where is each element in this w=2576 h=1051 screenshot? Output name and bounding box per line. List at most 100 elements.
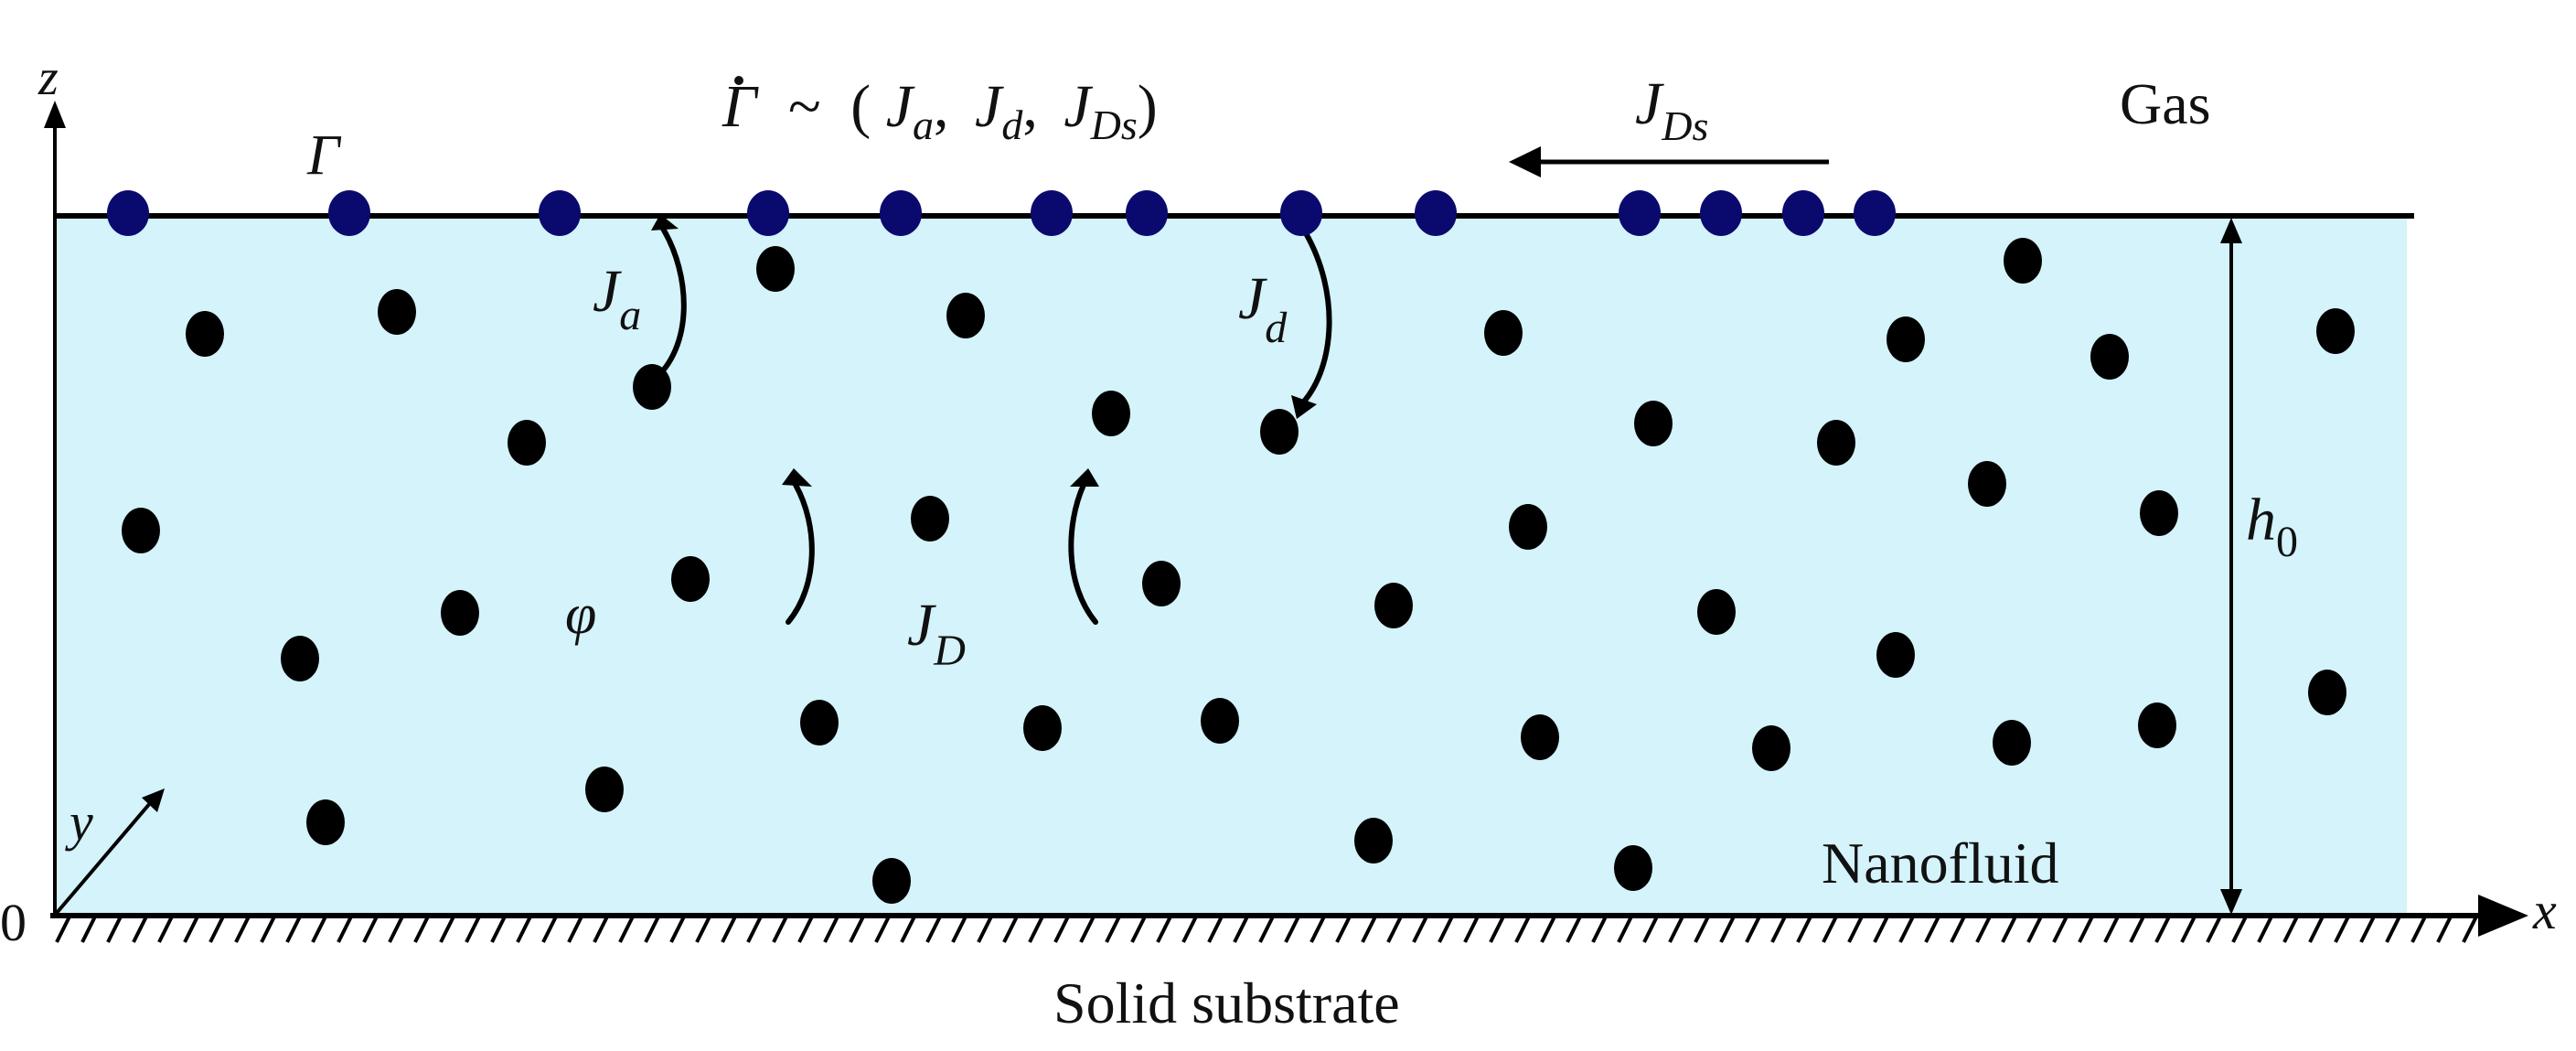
bulk-particle <box>378 289 416 335</box>
time-derivative-dot <box>734 76 743 85</box>
rate-symbol: Γ <box>721 73 759 140</box>
bulk-particle <box>2316 308 2355 354</box>
surface-diffusion-label: JDs <box>1635 70 1708 149</box>
bulk-particle <box>2090 334 2129 380</box>
adsorption-arrow <box>648 226 687 385</box>
rate-sep2: , <box>1022 73 1038 140</box>
rate-ja-subscript: a <box>913 102 934 148</box>
bulk-particle <box>872 858 911 904</box>
bulk-diffusion-arrowhead-right <box>1070 468 1099 487</box>
bulk-particle <box>800 700 839 745</box>
desorption-subscript: d <box>1265 304 1288 352</box>
volume-fraction-label: φ <box>565 584 596 646</box>
surface-particle <box>1280 190 1322 236</box>
rate-jd-symbol: J <box>975 73 1004 140</box>
z-axis-label: z <box>37 49 59 106</box>
bulk-particle <box>1968 461 2006 507</box>
rate-tilde: ~ <box>788 73 821 140</box>
bulk-particle <box>633 364 671 410</box>
bulk-particle <box>1354 818 1393 863</box>
bulk-particle <box>2004 238 2042 284</box>
bulk-particle <box>1876 632 1915 678</box>
bulk-particle <box>1521 714 1559 760</box>
y-axis-arrowhead <box>142 788 165 812</box>
bulk-particle <box>1142 561 1181 606</box>
rate-jds-subscript: Ds <box>1090 102 1138 148</box>
nanofluid-layer <box>55 216 2407 914</box>
surface-particle <box>1415 190 1457 236</box>
bulk-particle <box>671 556 710 602</box>
bulk-particle <box>1023 705 1062 751</box>
bulk-particle <box>1634 401 1673 446</box>
adsorption-label: Ja <box>593 258 641 339</box>
bulk-particle <box>1201 698 1239 744</box>
bulk-particle <box>2138 702 2176 748</box>
bulk-particle <box>1509 504 1547 550</box>
bulk-particle <box>1887 316 1925 362</box>
surface-particle <box>1854 190 1896 236</box>
adsorption-arrowhead <box>651 214 679 231</box>
rate-jd-subscript: d <box>1001 102 1023 148</box>
bulk-diffusion-symbol: J <box>907 592 936 659</box>
bulk-particle <box>2308 670 2346 715</box>
desorption-arrowhead <box>1291 395 1317 419</box>
surface-particle <box>1700 190 1742 236</box>
bulk-diffusion-arrowhead-left <box>782 468 812 487</box>
nanofluid-label: Nanofluid <box>1822 831 2059 895</box>
origin-label: 0 <box>0 893 27 952</box>
bulk-particle <box>946 293 985 338</box>
bulk-particle <box>1260 409 1299 455</box>
surface-diffusion-symbol: J <box>1635 70 1664 137</box>
surface-concentration-label: Γ <box>306 124 342 187</box>
film-thickness-subscript: 0 <box>2276 518 2298 566</box>
rate-sep1: , <box>934 73 949 140</box>
desorption-arrow <box>1300 231 1332 405</box>
desorption-label: Jd <box>1238 265 1288 352</box>
z-axis-arrowhead <box>44 101 66 128</box>
bulk-diffusion-subscript: D <box>933 627 966 675</box>
surface-particle <box>1031 190 1073 236</box>
adsorption-subscript: a <box>619 291 641 339</box>
h0-top-arrowhead <box>2220 218 2242 243</box>
bulk-particle <box>1614 845 1652 891</box>
bulk-particle <box>1484 310 1523 356</box>
surface-rate-equation: Γ ~ ( Ja, Jd, JDs) <box>721 73 1158 148</box>
svg-text:Γ ~ ( Ja,: Γ ~ ( Ja, Jd, JDs) <box>721 73 1158 148</box>
adsorption-symbol: J <box>593 258 622 325</box>
bulk-diffusion-label: JD <box>907 592 966 675</box>
surface-diffusion-subscript: Ds <box>1661 102 1708 149</box>
bulk-particle <box>122 508 160 553</box>
substrate-hatching <box>50 917 2483 949</box>
x-axis-arrowhead <box>2478 895 2528 937</box>
bulk-particle <box>756 246 795 292</box>
bulk-particle <box>1817 420 1855 466</box>
surface-particle <box>539 190 581 236</box>
desorption-symbol: J <box>1238 265 1267 332</box>
surface-particle <box>1782 190 1824 236</box>
bulk-particle <box>441 590 479 636</box>
rate-ja-symbol: J <box>886 73 915 140</box>
bulk-particle <box>585 767 624 812</box>
surface-diffusion-arrowhead <box>1509 146 1541 177</box>
bulk-diffusion-arrow-right <box>1068 482 1098 625</box>
bulk-particle <box>1697 589 1736 635</box>
rate-close-paren: ) <box>1138 73 1158 140</box>
bulk-particle <box>911 496 949 542</box>
x-axis-label: x <box>2532 881 2557 940</box>
gas-label: Gas <box>2120 71 2211 136</box>
bulk-particle <box>281 636 319 681</box>
bulk-diffusion-arrow-left <box>786 482 815 625</box>
bulk-particle <box>1092 391 1130 436</box>
bulk-particle <box>508 420 546 466</box>
rate-jds-symbol: J <box>1064 73 1093 140</box>
bulk-particle <box>186 311 224 357</box>
bulk-particle <box>1993 720 2031 766</box>
surface-particle <box>1126 190 1168 236</box>
surface-particle <box>328 190 370 236</box>
surface-particle <box>1619 190 1661 236</box>
bulk-particle <box>306 799 345 845</box>
surface-particle <box>880 190 922 236</box>
h0-bottom-arrowhead <box>2220 889 2242 915</box>
surface-particle <box>107 190 149 236</box>
